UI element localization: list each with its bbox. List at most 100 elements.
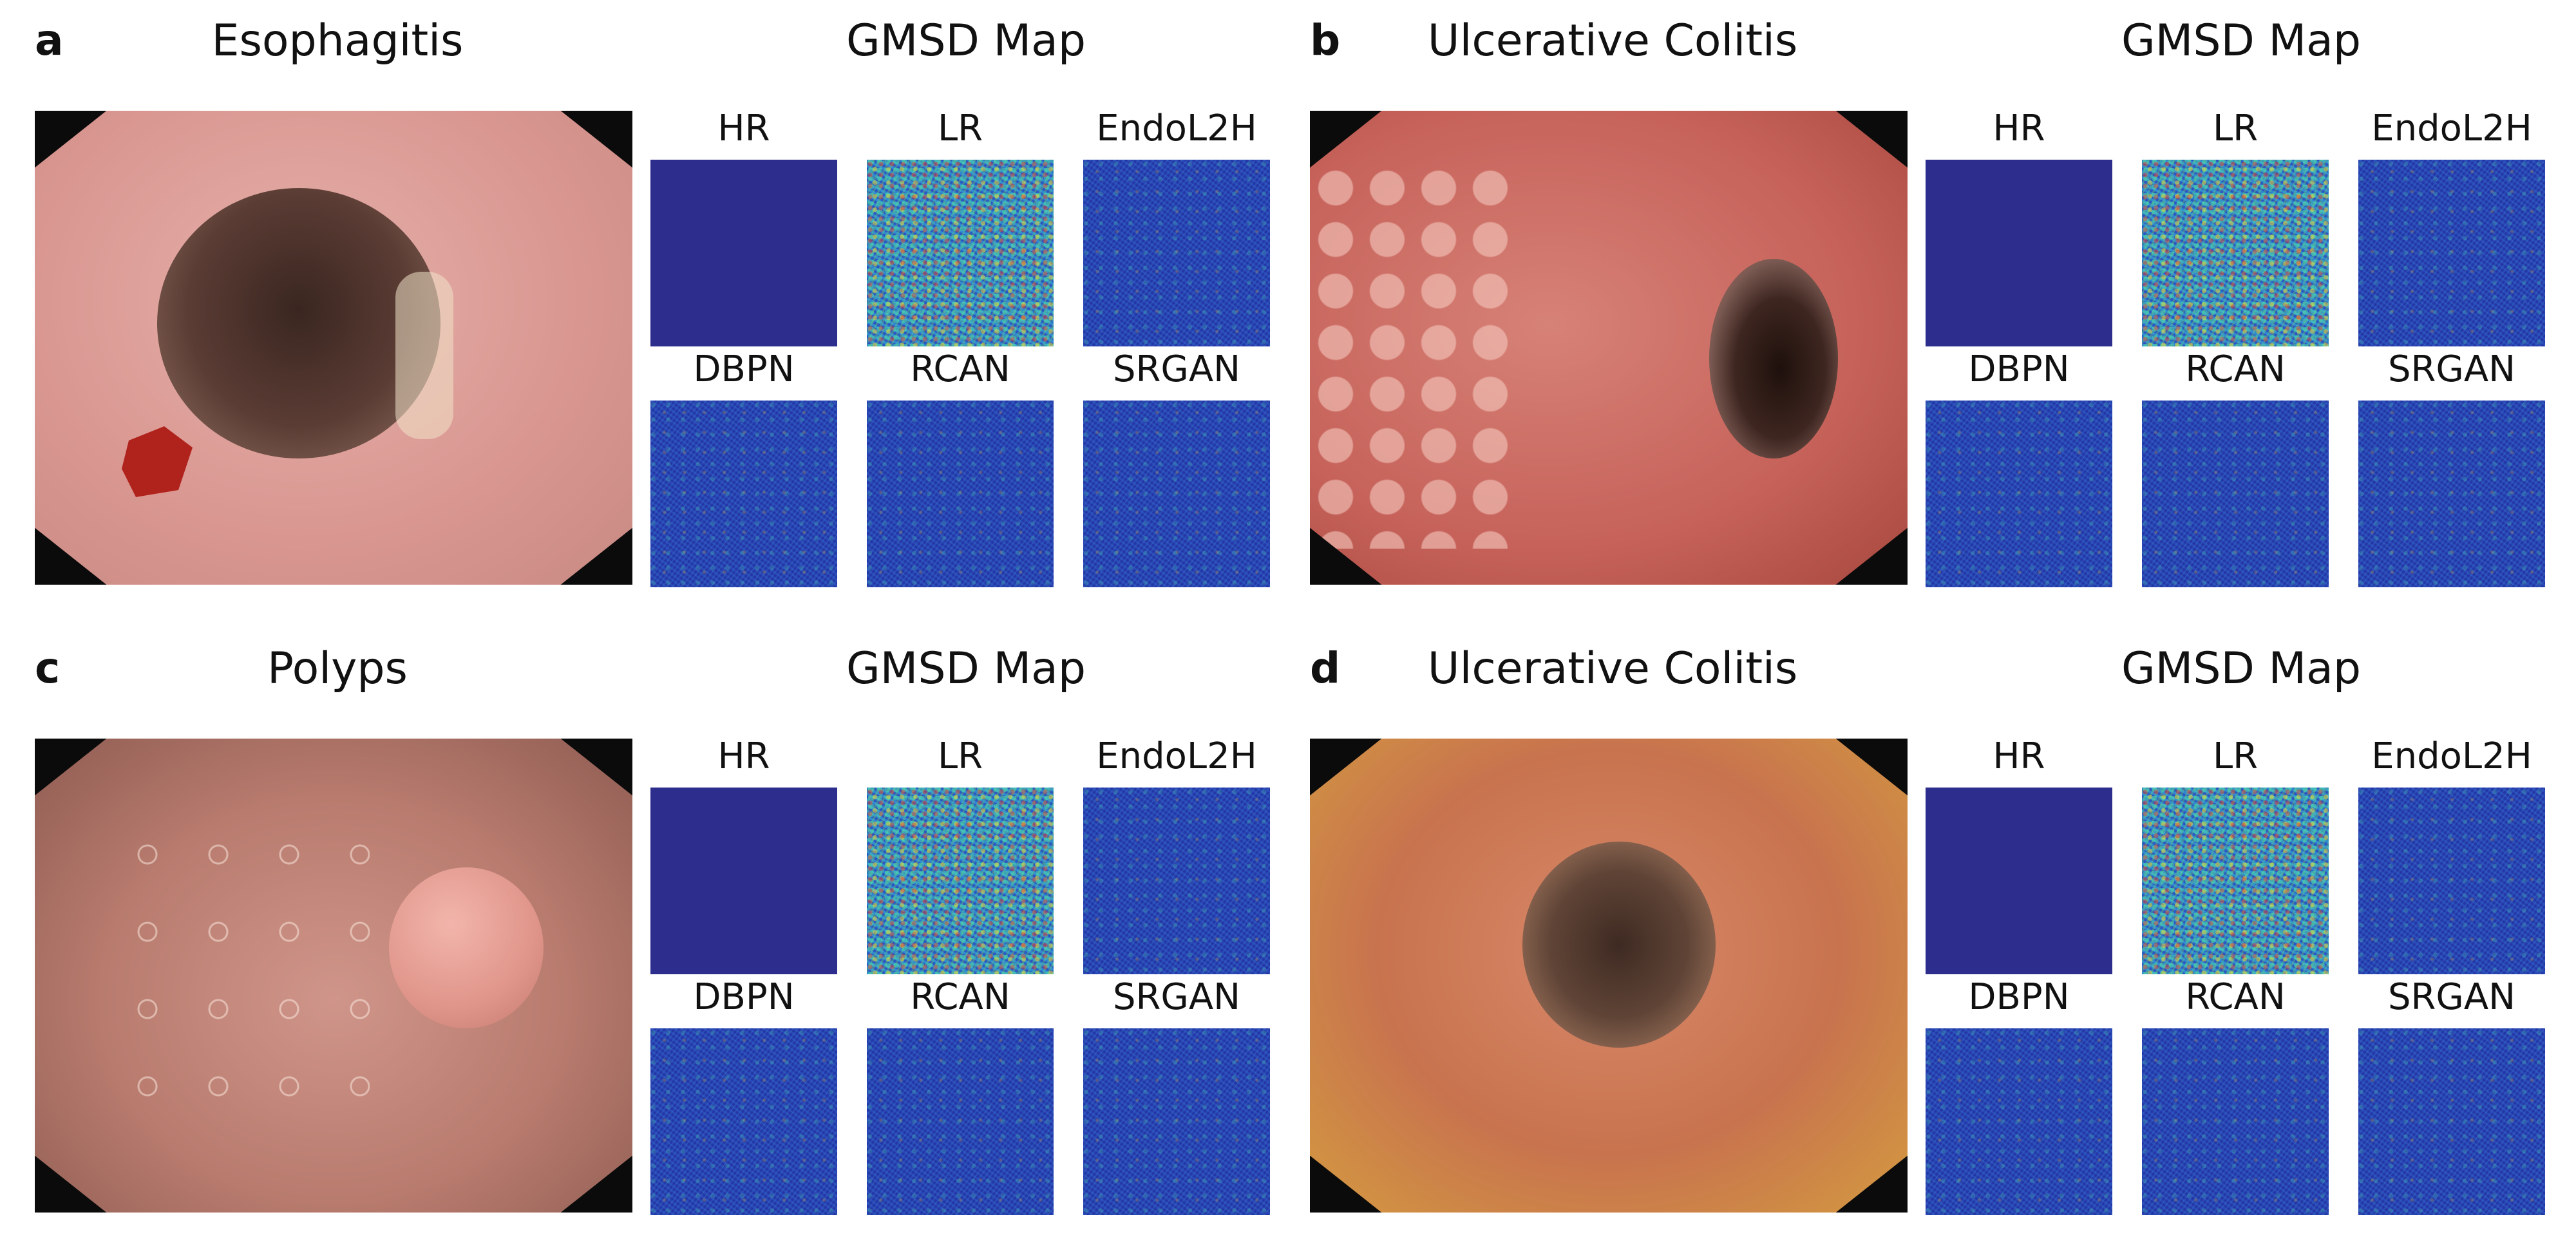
map-cell-hr: HR [1926,735,2112,974]
map-cell-srgan: SRGAN [2358,976,2545,1215]
gmsd-map-dbpn [1926,1028,2112,1215]
map-label: HR [1993,108,2045,149]
gmsd-map-endol2h [2358,788,2545,974]
map-label: RCAN [910,976,1010,1018]
map-label: HR [717,735,770,777]
gmsd-map-srgan [2358,1028,2545,1215]
map-label: EndoL2H [2371,108,2532,149]
map-cell-hr: HR [650,108,837,346]
gmsd-map-dbpn [1926,401,2112,587]
gmsd-map-rcan [2142,401,2329,587]
map-cell-dbpn: DBPN [650,976,837,1215]
gmsd-map-hr [650,160,837,346]
map-cell-rcan: RCAN [2142,976,2329,1215]
map-cell-lr: LR [867,108,1054,346]
map-label: RCAN [2185,348,2286,390]
map-cell-hr: HR [650,735,837,974]
panel-title: Esophagitis [211,15,464,66]
gmsd-map-dbpn [650,401,837,587]
endoscopy-image [1310,739,1908,1213]
map-label: HR [1993,735,2045,777]
gmsd-map-hr [1926,788,2112,974]
gmsd-map-rcan [867,1028,1054,1215]
map-label: DBPN [1968,976,2070,1018]
exudate [395,272,453,439]
gmsd-map-endol2h [1083,788,1270,974]
map-cell-dbpn: DBPN [1926,976,2112,1215]
map-cell-dbpn: DBPN [1926,348,2112,587]
endoscopy-image [35,739,632,1213]
map-label: EndoL2H [1096,735,1257,777]
map-cell-lr: LR [2142,108,2329,346]
map-label: EndoL2H [2371,735,2532,777]
gmsd-map-srgan [2358,401,2545,587]
map-cell-lr: LR [2142,735,2329,974]
polyp [389,867,544,1028]
map-cell-srgan: SRGAN [1083,976,1270,1215]
map-label: LR [2212,108,2259,149]
panel-letter: a [35,15,64,65]
map-cell-endol2h: EndoL2H [1083,735,1270,974]
gmsd-map-hr [1926,160,2112,346]
map-cell-lr: LR [867,735,1054,974]
gmsd-map-lr [2142,160,2329,346]
mucosa-nodules [1310,162,1522,549]
panel-letter: d [1310,643,1341,693]
gmsd-map-srgan [1083,401,1270,587]
gmsd-map-dbpn [650,1028,837,1215]
map-label: HR [717,108,770,149]
map-cell-endol2h: EndoL2H [1083,108,1270,346]
map-cell-srgan: SRGAN [2358,348,2545,587]
map-label: SRGAN [1112,348,1241,390]
lumen [157,188,440,458]
map-label: EndoL2H [1096,108,1257,149]
map-label: SRGAN [2387,976,2516,1018]
map-label: RCAN [910,348,1010,390]
panel-b: b Ulcerative Colitis GMSD Map HR LR Endo… [1275,0,2563,618]
gmsd-map-lr [2142,788,2329,974]
gmsd-map-lr [867,160,1054,346]
gmsd-map-rcan [867,401,1054,587]
map-label: LR [2212,735,2259,777]
map-label: SRGAN [2387,348,2516,390]
map-cell-endol2h: EndoL2H [2358,735,2545,974]
map-cell-rcan: RCAN [867,348,1054,587]
gmsd-map-title: GMSD Map [2121,15,2361,66]
panel-title: Polyps [267,643,408,694]
lumen [1709,259,1838,458]
map-label: DBPN [693,348,795,390]
panel-c: c Polyps GMSD Map HR LR EndoL2H DBPN RCA… [0,628,1288,1246]
lesion [122,426,193,497]
map-cell-rcan: RCAN [2142,348,2329,587]
gmsd-map-srgan [1083,1028,1270,1215]
endoscopy-image [1310,111,1908,585]
gmsd-map-lr [867,788,1054,974]
map-cell-hr: HR [1926,108,2112,346]
map-label: SRGAN [1112,976,1241,1018]
gmsd-map-endol2h [1083,160,1270,346]
gmsd-map-title: GMSD Map [2121,643,2361,694]
map-cell-srgan: SRGAN [1083,348,1270,587]
map-cell-rcan: RCAN [867,976,1054,1215]
panel-title: Ulcerative Colitis [1427,643,1798,694]
map-label: DBPN [693,976,795,1018]
map-label: LR [937,735,983,777]
map-cell-dbpn: DBPN [650,348,837,587]
bubbles [112,816,370,1125]
gmsd-map-rcan [2142,1028,2329,1215]
gmsd-map-hr [650,788,837,974]
endoscopy-image [35,111,632,585]
panel-title: Ulcerative Colitis [1427,15,1798,66]
panel-letter: c [35,643,61,693]
panel-d: d Ulcerative Colitis GMSD Map HR LR Endo… [1275,628,2563,1246]
map-label: DBPN [1968,348,2070,390]
map-label: LR [937,108,983,149]
map-label: RCAN [2185,976,2286,1018]
gmsd-map-title: GMSD Map [846,643,1086,694]
map-cell-endol2h: EndoL2H [2358,108,2545,346]
panel-a: a Esophagitis GMSD Map HR LR EndoL2H DBP… [0,0,1288,618]
panel-letter: b [1310,15,1341,65]
gmsd-map-title: GMSD Map [846,15,1086,66]
gmsd-map-endol2h [2358,160,2545,346]
lumen [1522,842,1716,1048]
